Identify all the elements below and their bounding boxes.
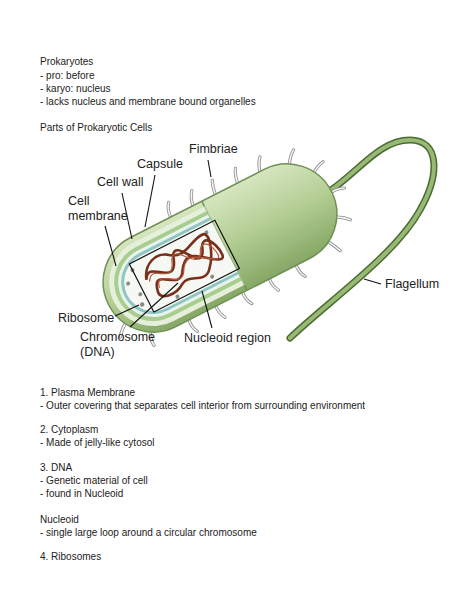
label-wrap: Parts of Prokaryotic Cells <box>40 122 152 134</box>
label-wrap: - Genetic material of cell <box>40 475 148 487</box>
label-wrap: Ribosome <box>58 311 114 326</box>
note-heading: 3. DNA <box>40 462 72 474</box>
label-wrap: - lacks nucleus and membrane bound organ… <box>40 96 256 108</box>
label-wrap: - single large loop around a circular ch… <box>40 527 257 539</box>
note-line: - single large loop around a circular ch… <box>40 527 257 539</box>
chromosome <box>139 230 228 302</box>
part-label: Chromosome (DNA) <box>80 330 162 360</box>
label-wrap: 4. Ribosomes <box>40 551 101 563</box>
part-label: Capsule <box>137 157 183 172</box>
note-line: - karyo: nucleus <box>40 83 111 95</box>
note-line: - Genetic material of cell <box>40 475 148 487</box>
part-label: Ribosome <box>58 311 114 326</box>
part-label: Flagellum <box>385 277 439 292</box>
cell <box>76 128 372 363</box>
part-label: Fimbriae <box>189 142 238 157</box>
label-wrap: - found in Nucleoid <box>40 488 123 500</box>
label-wrap: Cell wall <box>97 175 144 190</box>
note-line: - lacks nucleus and membrane bound organ… <box>40 96 256 108</box>
note-line: - found in Nucleoid <box>40 488 123 500</box>
part-label: Cell membrane <box>68 194 130 224</box>
nucleoid-outline <box>129 220 239 312</box>
label-wrap: Capsule <box>137 157 183 172</box>
leader-lines <box>105 160 381 328</box>
note-line: - Outer covering that separates cell int… <box>40 400 365 412</box>
label-wrap: Nucleoid <box>40 514 79 526</box>
chromosome-highlight <box>144 237 220 292</box>
label-wrap: 3. DNA <box>40 462 72 474</box>
label-wrap: - karyo: nucleus <box>40 83 111 95</box>
label-wrap: Chromosome (DNA) <box>80 330 162 360</box>
label-wrap: Flagellum <box>385 277 439 292</box>
fimbriae <box>76 128 372 363</box>
part-label: Cell wall <box>97 175 144 190</box>
capsule <box>86 147 354 350</box>
note-line: - Made of jelly-like cytosol <box>40 437 154 449</box>
note-heading: 4. Ribosomes <box>40 551 101 563</box>
label-wrap: 2. Cytoplasm <box>40 424 98 436</box>
label-wrap: - Outer covering that separates cell int… <box>40 400 365 412</box>
part-label: Nucleoid region <box>184 331 271 346</box>
label-wrap: Nucleoid region <box>184 331 271 346</box>
note-heading: 2. Cytoplasm <box>40 424 98 436</box>
label-wrap: Fimbriae <box>189 142 238 157</box>
note-line: - pro: before <box>40 70 94 82</box>
section-heading: Parts of Prokaryotic Cells <box>40 122 152 134</box>
note-heading: 1. Plasma Membrane <box>40 387 135 399</box>
title-wrap: Prokaryotes <box>40 56 93 68</box>
note-heading: Nucleoid <box>40 514 79 526</box>
ribosomes <box>121 230 229 317</box>
label-wrap: - Made of jelly-like cytosol <box>40 437 154 449</box>
label-wrap: Cell membrane <box>68 194 130 224</box>
label-wrap: - pro: before <box>40 70 94 82</box>
label-wrap: 1. Plasma Membrane <box>40 387 135 399</box>
page-title: Prokaryotes <box>40 56 93 68</box>
